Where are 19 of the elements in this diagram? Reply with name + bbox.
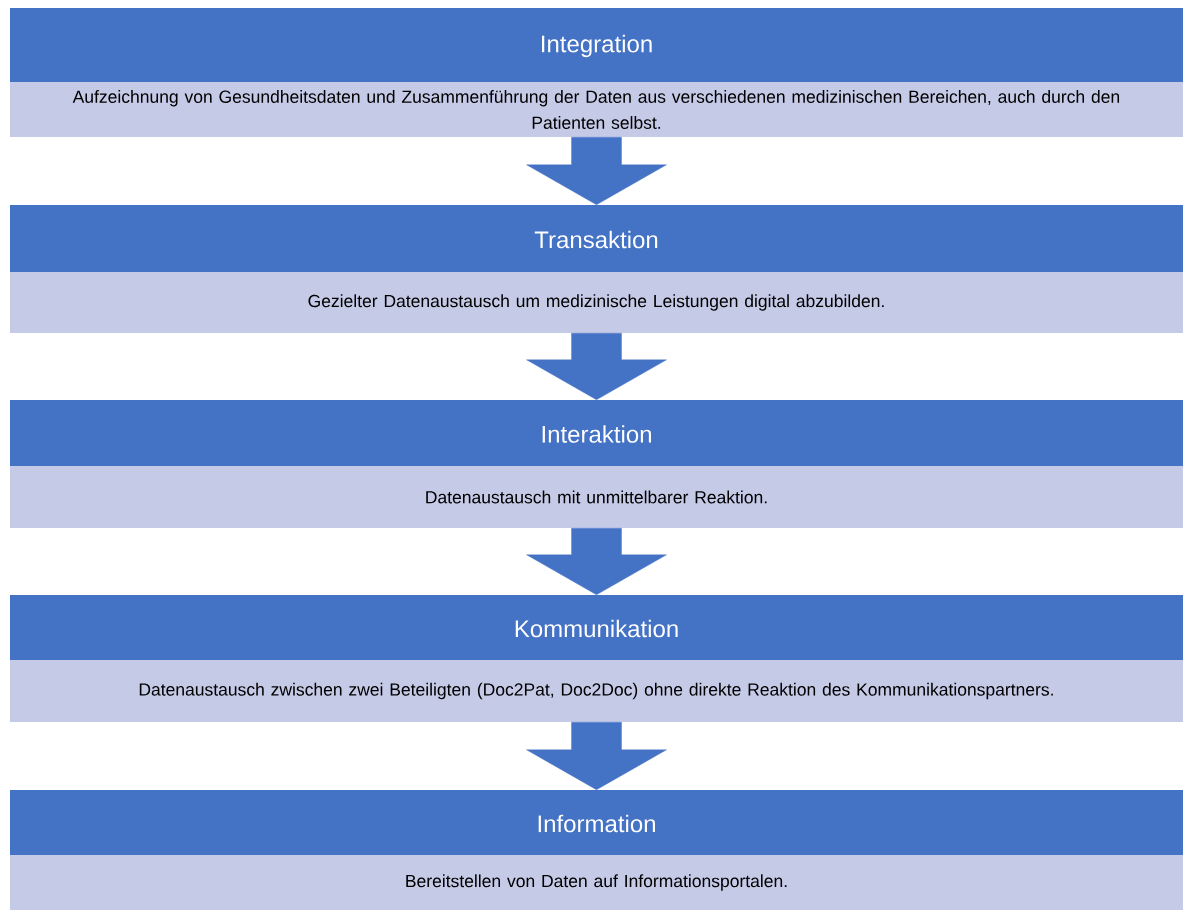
heading-text: Interaktion <box>542 425 651 443</box>
block-arrow <box>526 722 667 790</box>
block-arrow <box>526 137 667 205</box>
stage-box <box>10 205 1183 333</box>
heading-text: Kommunikation <box>515 619 678 638</box>
description-text: Aufzeichnung von Gesundheitsdaten und Zusammenführung der Daten aus verschiedenen medizinischen Bereichen, auch durch den Patienten selbst. <box>72 90 1120 129</box>
description-text: Bereitstellen von Daten auf Informationsportalen. <box>406 874 787 891</box>
description-text: Gezielter Datenaustausch um medizinische Leistungen digital abzubilden. <box>308 294 884 311</box>
block-arrow <box>526 333 667 400</box>
block-arrow <box>526 528 667 595</box>
stage-box <box>10 595 1183 722</box>
heading-text: Information <box>538 814 655 833</box>
heading-text: Transaktion <box>534 230 658 249</box>
description-text: Datenaustausch mit unmittelbarer Reaktion. <box>426 490 767 504</box>
description-text: Datenaustausch zwischen zwei Beteiligten (Doc2Pat, Doc2Doc) ohne direkte Reaktion des Kommunikationspartners. <box>139 682 1053 700</box>
stage-box <box>10 790 1183 910</box>
heading-text: Integration <box>542 34 652 58</box>
stage-box <box>10 400 1183 528</box>
stage-box <box>10 8 1183 137</box>
